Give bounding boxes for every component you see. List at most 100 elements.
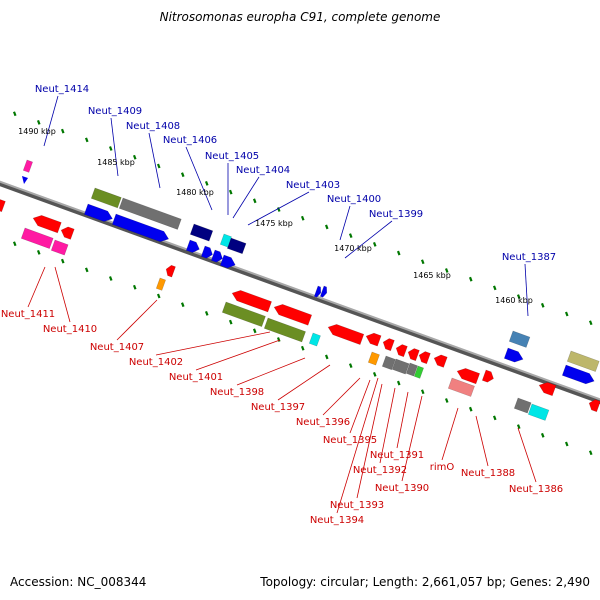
guide-dot bbox=[84, 267, 89, 273]
accession-info: Accession: NC_008344 bbox=[10, 575, 146, 589]
gene-feature bbox=[381, 355, 396, 371]
gene-feature bbox=[418, 351, 431, 365]
gene-block bbox=[155, 277, 166, 291]
ruler-label: 1470 kbp bbox=[334, 244, 372, 253]
guide-dot bbox=[540, 432, 545, 438]
gene-label: Neut_1403 bbox=[286, 180, 340, 191]
track-guides bbox=[12, 111, 593, 456]
gene-arrow-forward bbox=[561, 364, 595, 385]
guide-dot bbox=[180, 302, 185, 308]
gene-feature bbox=[219, 254, 236, 269]
gene-arrow-reverse bbox=[165, 264, 176, 278]
ruler-label: 1465 kbp bbox=[413, 271, 451, 280]
gene-label: Neut_1386 bbox=[509, 484, 563, 495]
guide-dot bbox=[300, 345, 305, 351]
genome-summary: Topology: circular; Length: 2,661,057 bp… bbox=[260, 575, 590, 589]
guide-dot bbox=[156, 293, 161, 299]
accession-value: NC_008344 bbox=[77, 575, 147, 589]
gene-feature bbox=[60, 226, 75, 240]
gene-block bbox=[221, 301, 266, 327]
gene-arrow-forward bbox=[313, 285, 322, 298]
guide-dot bbox=[300, 215, 305, 221]
gene-feature bbox=[413, 365, 424, 379]
gene-arrow-forward bbox=[83, 203, 113, 222]
gene-feature bbox=[50, 239, 69, 256]
gene-label: Neut_1392 bbox=[353, 465, 407, 476]
callout-line bbox=[116, 299, 158, 341]
guide-dot bbox=[228, 189, 233, 195]
gene-label: Neut_1401 bbox=[169, 372, 223, 383]
gene-label: Neut_1388 bbox=[461, 468, 515, 479]
gene-arrow-reverse bbox=[60, 226, 75, 240]
gene-arrow-reverse bbox=[365, 332, 382, 347]
gene-block bbox=[447, 377, 475, 397]
guide-dot bbox=[564, 311, 569, 317]
gene-feature bbox=[90, 187, 122, 209]
gene-label: Neut_1400 bbox=[327, 194, 381, 205]
guide-dot bbox=[396, 250, 401, 256]
guide-dot bbox=[468, 406, 473, 412]
gene-feature bbox=[219, 233, 232, 248]
gene-block bbox=[527, 403, 550, 421]
gene-block bbox=[367, 351, 380, 366]
gene-label: Neut_1407 bbox=[90, 342, 144, 353]
gene-block bbox=[118, 197, 182, 230]
gene-block bbox=[219, 233, 232, 248]
gene-label: Neut_1399 bbox=[369, 209, 423, 220]
guide-dot bbox=[108, 146, 113, 151]
gene-feature bbox=[308, 332, 321, 347]
guide-dot bbox=[420, 389, 425, 395]
callout-line bbox=[349, 379, 371, 434]
gene-feature bbox=[503, 347, 524, 363]
gene-block bbox=[405, 362, 418, 377]
gene-arrow-forward bbox=[319, 285, 328, 298]
gene-block bbox=[263, 317, 306, 343]
gene-feature bbox=[433, 354, 448, 368]
gene-feature bbox=[382, 338, 395, 352]
topology-value: circular; bbox=[320, 575, 369, 589]
gene-feature bbox=[538, 382, 557, 397]
gene-arrow-reverse bbox=[231, 290, 272, 313]
gene-arrow-reverse bbox=[382, 338, 395, 352]
guide-dot bbox=[468, 276, 473, 282]
gene-arrow-reverse bbox=[418, 351, 431, 365]
gene-label: Neut_1405 bbox=[205, 151, 259, 162]
callout-line bbox=[339, 205, 351, 241]
gene-feature bbox=[189, 223, 214, 242]
gene-arrow-forward bbox=[210, 249, 223, 263]
gene-label: Neut_1406 bbox=[163, 135, 217, 146]
gene-arrow-forward bbox=[503, 347, 524, 363]
callout-line bbox=[277, 364, 331, 401]
gene-arrow-reverse bbox=[32, 215, 62, 234]
gene-feature bbox=[365, 332, 382, 347]
ruler-label: 1480 kbp bbox=[176, 188, 214, 197]
gene-arrow-reverse bbox=[433, 354, 448, 368]
gene-arrow-reverse bbox=[395, 344, 408, 358]
gene-block bbox=[50, 239, 69, 256]
gene-feature bbox=[566, 350, 600, 372]
guide-dot bbox=[372, 371, 377, 377]
gene-arrow-reverse bbox=[456, 368, 481, 385]
guide-dot bbox=[348, 233, 353, 239]
callout-line bbox=[110, 117, 119, 177]
gene-block bbox=[189, 223, 214, 242]
gene-feature bbox=[456, 368, 481, 385]
gene-block bbox=[413, 365, 424, 379]
gene-label: Neut_1402 bbox=[129, 357, 183, 368]
gene-block bbox=[90, 187, 122, 209]
gene-feature bbox=[367, 351, 380, 366]
callout-line bbox=[43, 95, 59, 147]
gene-feature bbox=[111, 213, 170, 243]
callout-line bbox=[379, 387, 396, 464]
ruler-label: 1475 kbp bbox=[255, 219, 293, 228]
gene-features bbox=[0, 159, 600, 421]
gene-feature bbox=[200, 245, 213, 259]
gene-feature bbox=[0, 199, 6, 213]
gene-feature bbox=[210, 249, 223, 263]
gene-label: Neut_1398 bbox=[210, 387, 264, 398]
gene-label: Neut_1408 bbox=[126, 121, 180, 132]
callout-line bbox=[336, 377, 379, 514]
gene-label: Neut_1390 bbox=[375, 483, 429, 494]
ruler-label: 1485 kbp bbox=[97, 158, 135, 167]
